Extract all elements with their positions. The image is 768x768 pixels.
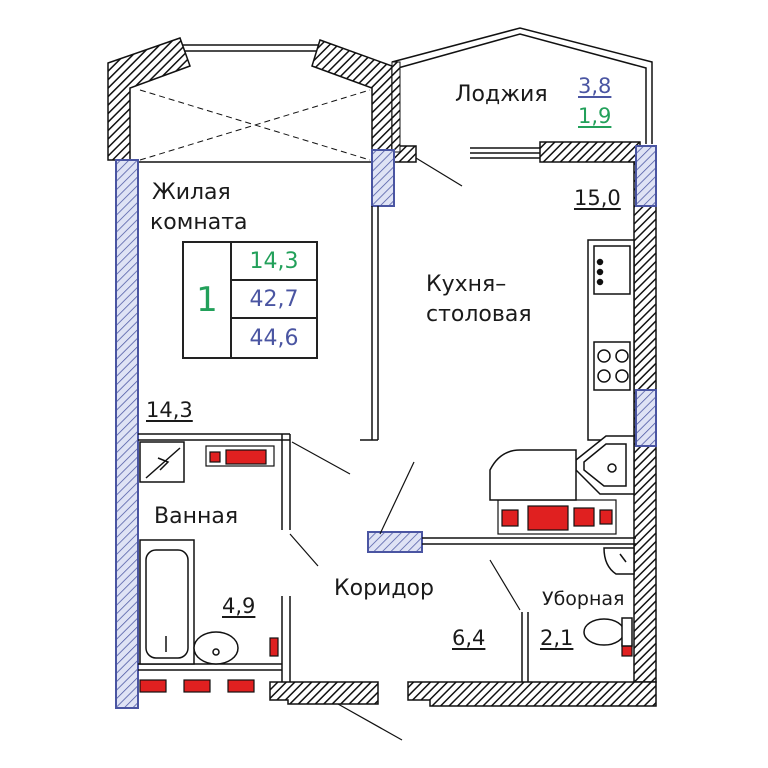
loggia-area-reduced: 1,9	[578, 104, 612, 128]
corridor-area: 6,4	[452, 626, 486, 650]
bay-walls	[107, 37, 417, 163]
loggia-post	[391, 61, 401, 153]
toilet-label: Уборная	[542, 588, 625, 610]
living-room-area: 14,3	[146, 398, 193, 422]
loggia-wall	[539, 141, 641, 163]
windows	[115, 145, 657, 709]
partitions	[138, 206, 636, 682]
legend-total-with-loggia: 44,6	[249, 325, 299, 351]
loggia-area-total: 3,8	[578, 74, 612, 98]
rooms-count: 1	[184, 243, 232, 357]
washbasin	[193, 631, 239, 665]
door-swings	[289, 157, 521, 741]
loggia-label: Лоджия	[455, 82, 548, 107]
kitchen-label-line2: столовая	[426, 302, 532, 327]
loggia-outline	[391, 27, 653, 159]
corridor-label: Коридор	[334, 576, 434, 601]
heaters	[139, 445, 633, 693]
bathroom-label: Ванная	[154, 504, 239, 529]
bathroom-area: 4,9	[222, 594, 256, 618]
toilet-bowl	[583, 617, 633, 647]
toilet-sink	[603, 547, 635, 575]
living-room-label-line2: комната	[150, 210, 248, 235]
legend-living-area: 14,3	[232, 243, 316, 281]
toilet-area: 2,1	[540, 626, 574, 650]
legend-total-area: 42,7	[232, 281, 316, 319]
apartment-legend: 1 14,3 42,7 44,6	[182, 241, 318, 359]
living-room-label-line1: Жилая	[152, 180, 231, 205]
kitchen-area: 15,0	[574, 186, 621, 210]
kitchen-label-line1: Кухня–	[426, 272, 507, 297]
ventilation-shaft	[139, 441, 185, 483]
bathtub	[139, 539, 195, 665]
kitchen-counter	[489, 239, 635, 501]
